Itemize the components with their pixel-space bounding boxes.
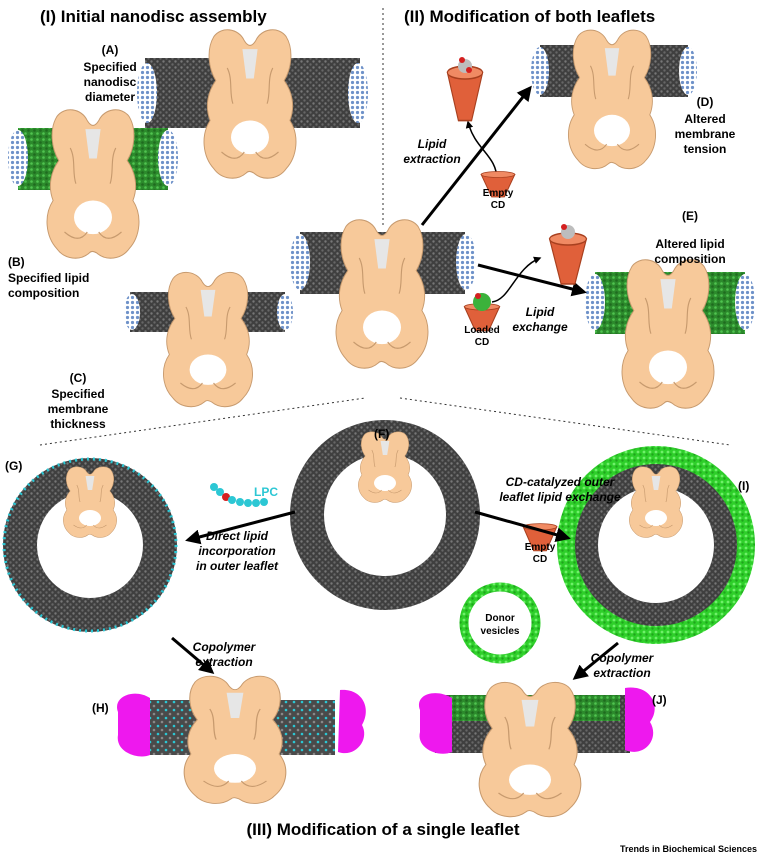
lpc-molecule: [210, 483, 268, 507]
panel-b-line2: composition: [8, 286, 79, 300]
section-title-1: (I) Initial nanodisc assembly: [40, 7, 267, 26]
arrow-to-g: [185, 510, 296, 545]
empty-cd2-line1: Empty: [525, 542, 556, 553]
panel-g-tag: (G): [5, 459, 22, 473]
direct-incorporation-line1: Direct lipid: [206, 529, 269, 543]
lipid-exchange-line2: exchange: [512, 320, 568, 334]
panel-e-line1: Altered lipid: [655, 237, 724, 251]
panel-e-line2: composition: [654, 252, 725, 266]
cd-catalyzed-line1: CD-catalyzed outer: [506, 475, 616, 489]
vesicle-g: [2, 457, 178, 633]
lipid-extraction-line2: extraction: [403, 152, 460, 166]
copolymer-left-line1: Copolymer: [193, 640, 257, 654]
copolymer-right-line1: Copolymer: [591, 651, 655, 665]
panel-a-tag: (A): [102, 43, 119, 57]
panel-c-line3: thickness: [50, 417, 106, 431]
panel-c-line1: Specified: [51, 387, 104, 401]
panel-d-line2: membrane: [675, 127, 736, 141]
panel-c-tag: (C): [70, 371, 87, 385]
panel-j-tag: (J): [652, 693, 667, 707]
panel-d-tag: (D): [697, 95, 714, 109]
cd-catalyzed-line2: leaflet lipid exchange: [499, 490, 621, 504]
panel-e-tag: (E): [682, 209, 698, 223]
lipid-exchange-line1: Lipid: [526, 305, 555, 319]
direct-incorporation-line3: in outer leaflet: [196, 559, 279, 573]
nanodisc-j: [418, 681, 655, 818]
panel-d-line1: Altered: [684, 112, 725, 126]
cd-loaded-top: [446, 57, 484, 122]
panel-a-line2: nanodisc: [84, 75, 137, 89]
donor-vesicle: [459, 582, 541, 664]
panel-b-tag: (B): [8, 255, 25, 269]
donor-vesicles-line2: vesicles: [481, 626, 520, 637]
panel-a-line1: Specified: [83, 60, 136, 74]
panel-h-tag: (H): [92, 701, 109, 715]
arrow-to-e: [477, 263, 587, 297]
panel-b-line1: Specified lipid: [8, 271, 89, 285]
nanodisc-central: [290, 219, 476, 369]
panel-i-tag: (I): [738, 479, 749, 493]
nanodisc-c: [124, 271, 293, 408]
donor-vesicles-line1: Donor: [485, 613, 515, 624]
panel-a-line3: diameter: [85, 90, 135, 104]
section-title-3: (III) Modification of a single leaflet: [247, 820, 520, 839]
loaded-cd-line1: Loaded: [464, 325, 500, 336]
lipid-extraction-line1: Lipid: [418, 137, 447, 151]
arrow-to-i: [474, 510, 571, 542]
nanodisc-h: [117, 675, 366, 805]
nanodisc-e: [585, 259, 755, 409]
cd-exchanged: [548, 224, 588, 285]
vesicle-f: [290, 420, 480, 610]
arrow-to-j: [572, 641, 619, 680]
diagonal-divider-right: [399, 397, 731, 446]
arrow-to-h: [171, 636, 215, 674]
empty-cd-line2: CD: [491, 200, 505, 211]
empty-cd-line1: Empty: [483, 188, 514, 199]
nanodisc-d: [531, 29, 697, 170]
arrow-to-d: [420, 85, 532, 226]
section-title-2: (II) Modification of both leaflets: [404, 7, 655, 26]
nanodisc-a: [137, 29, 368, 179]
copolymer-right-line2: extraction: [593, 666, 650, 680]
copolymer-left-line2: extraction: [195, 655, 252, 669]
nanodisc-b: [8, 109, 178, 259]
journal-credit: Trends in Biochemical Sciences: [620, 844, 757, 854]
cd-loaded-bottom: [463, 293, 501, 332]
exchange-curve: [491, 256, 542, 303]
panel-d-line3: tension: [684, 142, 727, 156]
panel-c-line2: membrane: [48, 402, 109, 416]
lpc-label: LPC: [254, 485, 278, 499]
vesicle-i: [557, 446, 755, 644]
direct-incorporation-line2: incorporation: [198, 544, 275, 558]
empty-cd2-line2: CD: [533, 554, 547, 565]
loaded-cd-line2: CD: [475, 337, 489, 348]
panel-f-tag: (F): [374, 427, 389, 441]
